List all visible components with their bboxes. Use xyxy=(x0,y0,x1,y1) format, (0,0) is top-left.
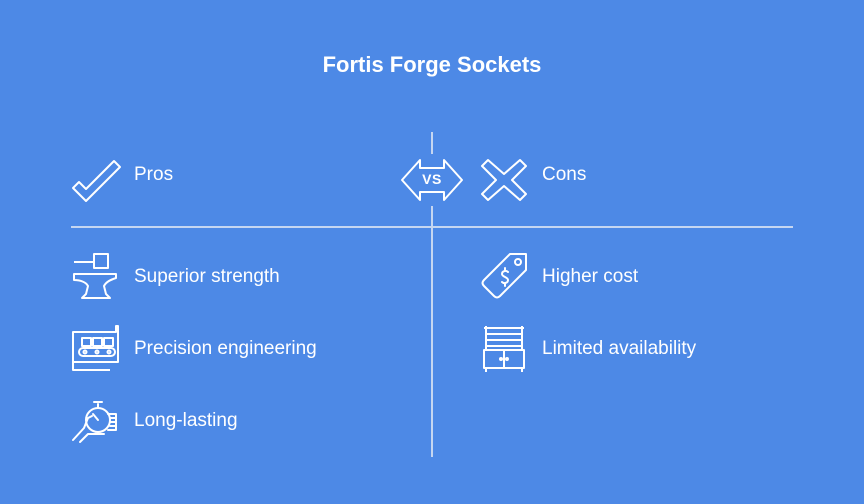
price-tag-icon xyxy=(481,253,527,299)
vs-badge: VS xyxy=(400,154,464,206)
anvil-hammer-icon xyxy=(73,253,117,299)
pros-item-2: Precision engineering xyxy=(134,338,317,359)
page-title: Fortis Forge Sockets xyxy=(322,52,542,77)
hand-stopwatch-icon xyxy=(72,401,117,443)
vertical-divider xyxy=(431,132,433,457)
cons-heading: Cons xyxy=(542,164,587,185)
horizontal-divider xyxy=(71,226,793,228)
double-arrow-icon xyxy=(401,159,463,201)
pros-item-1: Superior strength xyxy=(134,266,280,287)
cons-item-1: Higher cost xyxy=(542,266,639,287)
checkmark-icon xyxy=(72,160,121,202)
vs-label: VS xyxy=(422,171,442,187)
cons-item-2: Limited availability xyxy=(542,338,697,359)
cross-icon xyxy=(481,159,527,201)
conveyor-machine-icon xyxy=(72,325,119,371)
empty-shelf-icon xyxy=(483,326,525,372)
pros-heading: Pros xyxy=(134,164,174,185)
pros-item-3: Long-lasting xyxy=(134,410,238,431)
